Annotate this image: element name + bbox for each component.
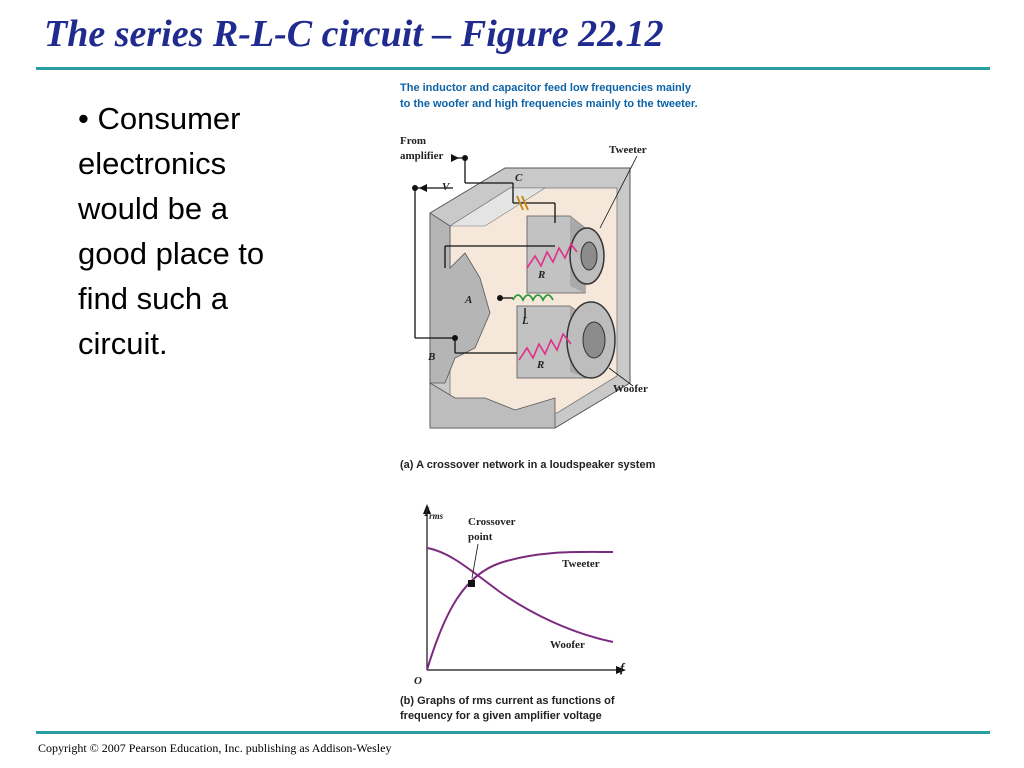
slide-title: The series R-L-C circuit – Figure 22.12 xyxy=(44,13,664,55)
resistor-tweeter xyxy=(526,242,578,269)
figure-a-annotation: The inductor and capacitor feed low freq… xyxy=(400,82,698,110)
crossover-point xyxy=(468,580,475,587)
y-axis-label: Irms xyxy=(423,504,444,521)
tweeter-label: Tweeter xyxy=(562,558,600,570)
tweeter-curve xyxy=(426,550,614,671)
figure-a-caption: (a) A crossover network in a loudspeaker… xyxy=(400,458,700,473)
label-c: C xyxy=(515,172,523,184)
figure-a-diagram: From amplifier V C A B L R R Tweeter Woo… xyxy=(400,135,648,429)
figure-b-caption: (b) Graphs of rms current as functions o… xyxy=(400,694,700,724)
label-v: V xyxy=(442,181,451,193)
figure-b-caption-tag: (b) xyxy=(400,695,415,707)
label-a: A xyxy=(464,294,472,306)
x-axis-label: f xyxy=(620,660,626,675)
figure-a-caption-tag: (a) xyxy=(400,459,414,471)
capacitor-symbol xyxy=(516,195,529,211)
resistor-woofer xyxy=(518,332,572,361)
label-r-woofer: R xyxy=(536,359,544,371)
bullet-point: • Consumer electronics would be a good p… xyxy=(78,101,265,361)
label-r-tweeter: R xyxy=(537,269,545,281)
origin-label: O xyxy=(414,675,422,687)
label-amplifier: amplifier xyxy=(400,150,443,162)
figure-b-graph: Irms f O Crossover point Tweeter Woofer xyxy=(414,504,626,687)
crossover-label-2: point xyxy=(468,531,493,543)
label-b: B xyxy=(427,351,435,363)
inductor-coil xyxy=(512,294,554,303)
woofer-label: Woofer xyxy=(550,639,585,651)
figure-b-caption-line2: frequency for a given amplifier voltage xyxy=(400,710,602,722)
crossover-label-1: Crossover xyxy=(468,516,516,528)
title-divider xyxy=(36,67,990,70)
figure-a-caption-text: A crossover network in a loudspeaker sys… xyxy=(416,459,656,471)
copyright-notice: Copyright © 2007 Pearson Education, Inc.… xyxy=(38,741,392,755)
label-l: L xyxy=(521,315,529,327)
figure-b-caption-line1: (b) Graphs of rms current as functions o… xyxy=(400,695,615,707)
label-tweeter: Tweeter xyxy=(609,144,647,156)
woofer-curve xyxy=(426,547,614,643)
label-from: From xyxy=(400,135,426,147)
label-woofer: Woofer xyxy=(613,383,648,395)
footer-divider xyxy=(36,731,990,734)
